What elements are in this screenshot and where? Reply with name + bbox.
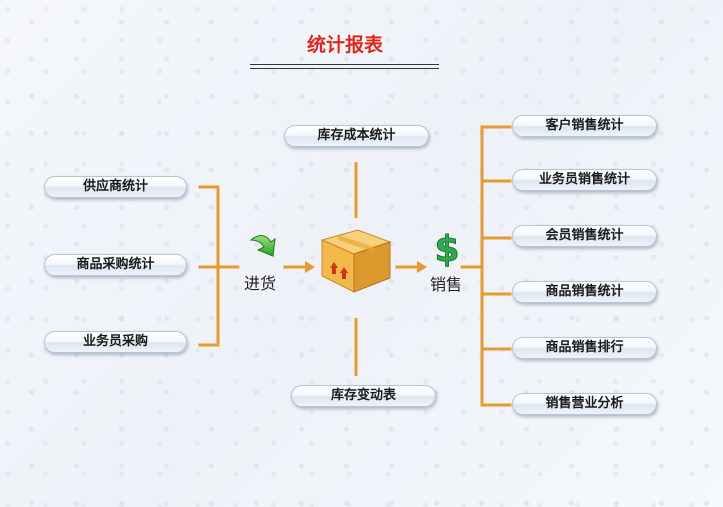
inventory-cost-stats-button[interactable]: 库存成本统计 [284,125,429,147]
inventory-change-report-button[interactable]: 库存变动表 [291,385,436,407]
svg-text:$: $ [434,229,459,268]
product-sales-stats-button[interactable]: 商品销售统计 [512,281,657,303]
sales-label: 销售 [430,275,463,294]
page-title: 统计报表 [306,34,383,56]
salesperson-purchase-button[interactable]: 业务员采购 [44,331,187,353]
title-underline [250,64,439,65]
title-underline-2 [250,68,439,69]
salesperson-sales-stats-button[interactable]: 业务员销售统计 [512,169,657,191]
product-purchase-stats-button[interactable]: 商品采购统计 [44,254,187,276]
supplier-stats-button[interactable]: 供应商统计 [44,176,187,198]
customer-sales-stats-button[interactable]: 客户销售统计 [512,115,657,137]
product-sales-ranking-button[interactable]: 商品销售排行 [512,337,657,359]
member-sales-stats-button[interactable]: 会员销售统计 [512,225,657,247]
sales-business-analysis-button[interactable]: 销售营业分析 [512,393,657,415]
box-icon [320,229,392,293]
green-arrow-icon [249,235,276,257]
dollar-icon: $ [434,229,460,269]
purchase-label: 进货 [244,274,277,293]
